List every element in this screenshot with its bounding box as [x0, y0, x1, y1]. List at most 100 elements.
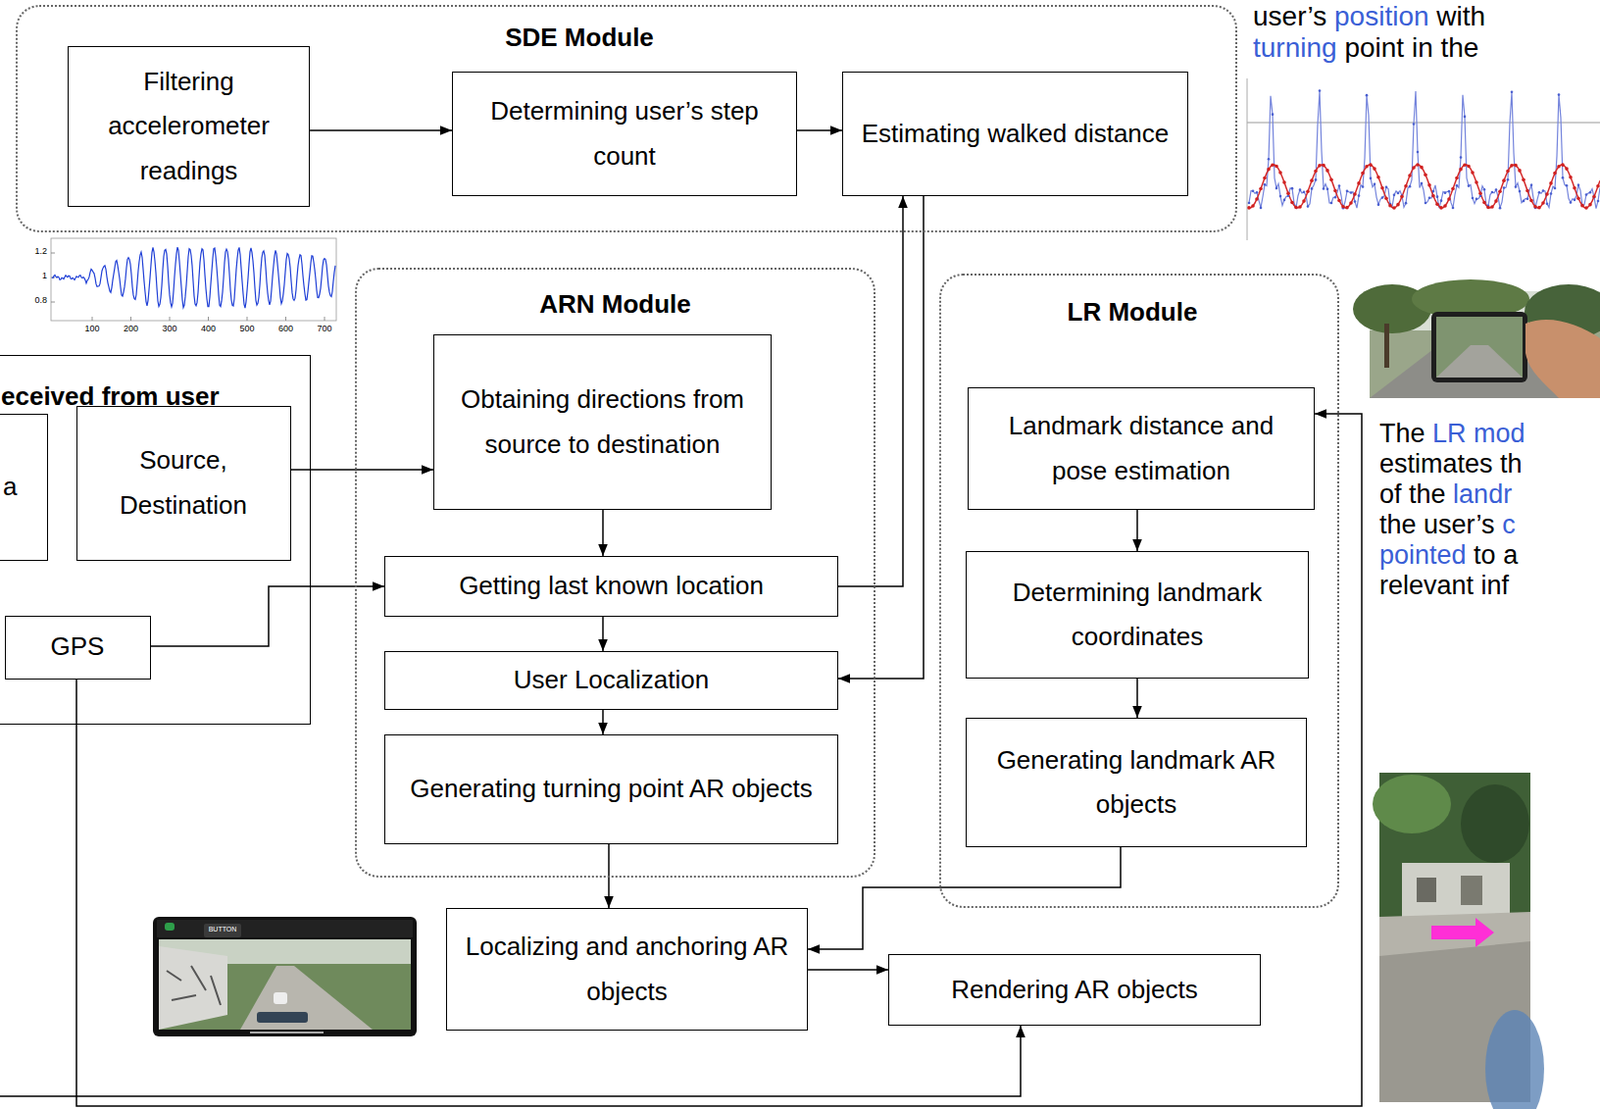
app-screenshot [203, 923, 242, 938]
flow-arrow [838, 196, 903, 587]
box-label: Landmark distance and pose estimation [978, 403, 1304, 494]
word-space [1416, 509, 1425, 540]
ar-arrow-photo [1485, 1009, 1545, 1109]
word-space [1403, 32, 1412, 63]
step-signal-plot [1454, 176, 1459, 181]
step-signal-plot [1247, 205, 1251, 210]
step-signal-plot [1420, 182, 1424, 186]
step-signal-plot [1388, 203, 1393, 208]
step-signal-plot [1345, 205, 1350, 210]
step-signal-plot [1564, 166, 1569, 171]
street-photo [1525, 319, 1600, 399]
street-photo [1436, 316, 1523, 378]
word-space [1473, 570, 1482, 600]
street-photo [1352, 279, 1600, 399]
box-label: Rendering AR objects [950, 967, 1198, 1013]
step-signal-plot [1377, 202, 1381, 206]
caption-text: relevant inf [1379, 571, 1509, 601]
process-box: Generating turning point AR objects [384, 734, 839, 845]
caption-word: th [1500, 449, 1523, 479]
step-signal-plot [1552, 171, 1557, 176]
step-signal-plot [1581, 203, 1585, 207]
process-box: a [0, 413, 49, 561]
box-label: Determining user’s step count [462, 89, 787, 179]
app-screenshot [156, 919, 413, 938]
step-signal-plot [1513, 163, 1518, 168]
step-signal-plot [1291, 187, 1295, 191]
step-signal-plot [1451, 206, 1455, 210]
word-space [1425, 418, 1434, 449]
caption-word: a [1502, 540, 1518, 570]
flow-arrow [309, 129, 452, 132]
step-signal-plot [1282, 180, 1287, 185]
step-signal-plot [1384, 196, 1389, 200]
caption-word: user’s [1252, 0, 1327, 32]
step-signal-plot [1471, 197, 1475, 200]
step-signal-plot [1295, 205, 1299, 209]
word-space [1493, 449, 1501, 479]
word-space [1466, 418, 1475, 449]
step-signal-plot [1385, 186, 1389, 190]
flow-arrow [601, 616, 604, 651]
step-signal-plot [1266, 167, 1271, 172]
flow-arrow [807, 847, 1121, 950]
ar-arrow-photo [1372, 772, 1545, 1109]
box-label: Obtaining directions from source to dest… [444, 377, 761, 467]
caption-text: The LR mod [1379, 419, 1526, 450]
step-signal-plot [1537, 205, 1542, 210]
step-signal-plot [1482, 200, 1487, 205]
step-signal-plot [1353, 200, 1357, 203]
step-signal-plot [1475, 198, 1479, 201]
module-box: ARN ModuleObtaining directions from sour… [354, 267, 876, 878]
flow-arrow [1136, 678, 1139, 718]
step-signal-plot [1321, 163, 1326, 168]
ar-arrow-photo [1460, 875, 1483, 905]
step-signal-plot [1317, 163, 1322, 168]
ar-arrow-photo [1401, 862, 1510, 922]
step-signal-plot [1350, 191, 1353, 195]
step-signal-plot [1380, 186, 1385, 191]
app-screenshot [250, 1031, 324, 1034]
box-label: Localizing and anchoring AR objects [456, 924, 798, 1014]
step-signal-plot [1290, 200, 1295, 205]
step-signal-plot [1286, 191, 1291, 196]
step-signal-plot [1309, 178, 1314, 183]
caption-text: user’s position with [1252, 1, 1486, 33]
caption-word: estimates [1379, 449, 1494, 479]
step-signal-plot [1326, 187, 1330, 191]
accelerometer-plot [324, 316, 326, 321]
step-signal-plot [1572, 186, 1577, 191]
step-signal-plot [1337, 199, 1342, 203]
flow-arrow [601, 709, 604, 736]
accelerometer-plot [130, 316, 132, 321]
box-label: Getting last known location [458, 563, 764, 609]
axis-tick: 700 [316, 324, 332, 335]
caption-word: turning [1252, 32, 1338, 63]
step-signal-plot [1392, 205, 1397, 210]
axis-tick: 1.2 [34, 247, 48, 257]
step-signal-plot [1305, 190, 1310, 195]
step-signal-plot [1341, 204, 1346, 209]
step-signal-plot [1250, 203, 1255, 208]
step-signal-plot [1502, 186, 1506, 190]
process-box: Localizing and anchoring AR objects [446, 907, 808, 1031]
word-space [1401, 479, 1410, 509]
step-signal-plot [1325, 168, 1330, 173]
step-signal-plot [1247, 78, 1249, 241]
step-signal-plot [1470, 170, 1475, 175]
caption-word: LR [1432, 418, 1467, 449]
step-signal-plot [1530, 183, 1534, 187]
step-signal-plot [1310, 187, 1314, 191]
flow-arrow [291, 468, 435, 471]
accelerometer-plot [169, 316, 171, 321]
app-screenshot [152, 916, 417, 1037]
process-box: Determining user’s step count [451, 71, 798, 197]
step-signal-plot [1393, 194, 1397, 198]
step-signal-plot [1369, 177, 1373, 181]
caption-text: pointed to a [1379, 541, 1518, 571]
step-signal-plot [1424, 201, 1428, 205]
step-signal-plot [1427, 183, 1432, 188]
word-space [1429, 0, 1438, 32]
step-signal-plot [1376, 175, 1381, 180]
